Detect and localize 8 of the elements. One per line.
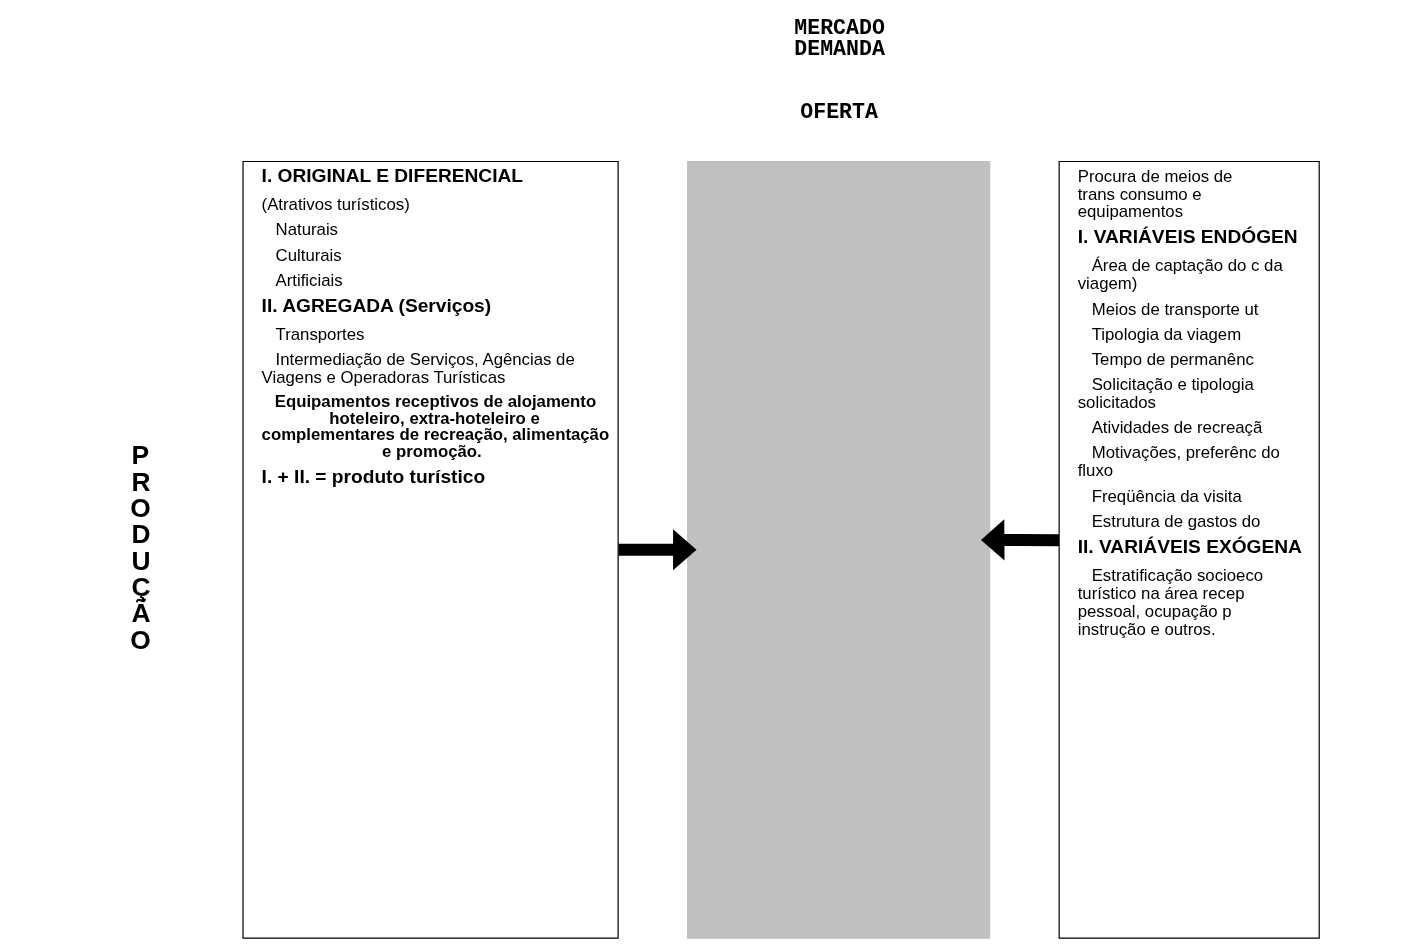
label: OFERTA (800, 99, 878, 124)
label: PRODUÇÃO (130, 440, 151, 655)
arrow (980, 519, 1060, 561)
node-box: I. ORIGINAL E DIFERENCIAL (Atrativos turísticos) Naturais Culturais Artificiais II. AGREGADA (Serviços) Transportes Intermediação de Serviços, Agências de Viagens e Operadoras Turísticas Equipamentos receptivos de alojamento hoteleiro, extra-hoteleiro e complementares de recreação, alimentação e promoção. I. + II. = produto turístico (242, 160, 619, 939)
node-bar (687, 160, 991, 939)
node-box: Procura de meios de trans consumo e equipamentos I. VARIÁVEIS ENDÓGEN Área de captação do c da viagem) Meios de transporte ut Tipologia da viagem Tempo de permanênc Solicitação e tipologia solicitados Atividades de recreaçã Motivações, preferênc do fluxo Freqüência da visita Estrutura de gastos do II. VARIÁVEIS EXÓGENA Estratificação socioeco turístico na área recep pessoal, ocupação p instrução e outros. (1058, 160, 1320, 939)
label: MERCADO DEMANDA (794, 15, 885, 62)
arrow (618, 529, 697, 571)
